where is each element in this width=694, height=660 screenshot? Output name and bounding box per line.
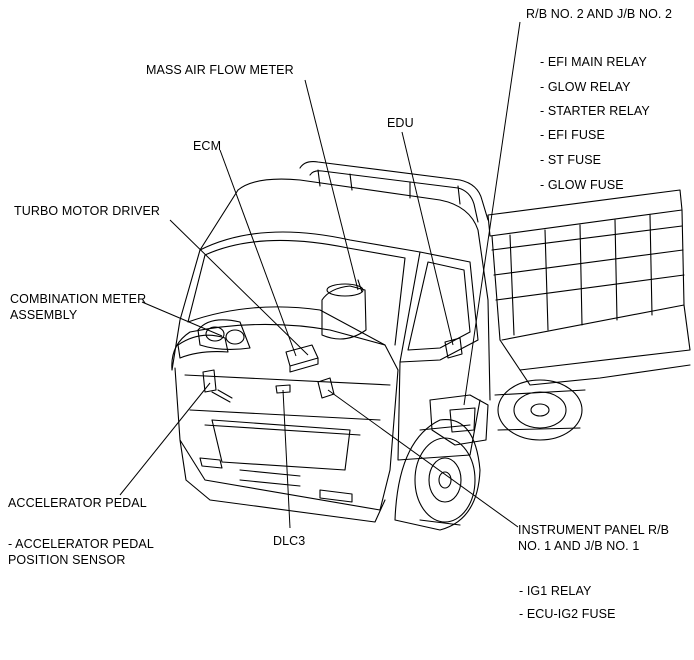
maf-meter-shape: [321, 279, 367, 340]
roof-rack: [299, 161, 489, 223]
accel-label: ACCELERATOR PEDAL: [8, 496, 147, 510]
dlc3-label: DLC3: [273, 534, 306, 548]
ip-rb-shape: [317, 377, 335, 399]
cargo-bed: [487, 189, 691, 386]
leader-combo: [141, 301, 223, 337]
leader-accel: [119, 382, 211, 496]
ip-item-ecu-ig2-fuse: - ECU-IG2 FUSE: [519, 607, 616, 621]
accelerator-pedal-shape: [202, 369, 233, 403]
rb2-item-glow-fuse: - GLOW FUSE: [540, 178, 624, 192]
ip-item-ig1-relay: - IG1 RELAY: [519, 584, 592, 598]
leader-ip: [327, 389, 519, 528]
leader-rb2: [463, 21, 521, 406]
leader-maf: [304, 79, 359, 291]
leader-ecm: [219, 149, 297, 357]
maf-label: MASS AIR FLOW METER: [146, 63, 294, 77]
combo-label-line2: ASSEMBLY: [10, 308, 78, 322]
ip-label-line2: NO. 1 AND J/B NO. 1: [518, 539, 640, 553]
dlc3-shape: [275, 384, 291, 394]
combo-label-line1: COMBINATION METER: [10, 292, 147, 306]
combination-meter-shape: [197, 319, 251, 351]
cab-body: [171, 178, 491, 523]
rb2-item-efi-main-relay: - EFI MAIN RELAY: [540, 55, 647, 69]
rb2-item-st-fuse: - ST FUSE: [540, 153, 602, 167]
leader-dlc3: [282, 389, 291, 529]
ecm-box-shape: [285, 344, 319, 373]
rear-wheel: [494, 379, 586, 441]
rb2-item-starter-relay: - STARTER RELAY: [540, 104, 650, 118]
leader-lines: [119, 21, 521, 529]
rb2-item-glow-relay: - GLOW RELAY: [540, 80, 631, 94]
rb2-box-shape: [429, 394, 489, 446]
accel-sub-line2: POSITION SENSOR: [8, 553, 126, 567]
rb2-label: R/B NO. 2 AND J/B NO. 2: [526, 7, 673, 21]
ecm-label: ECM: [193, 139, 222, 153]
rb2-item-efi-fuse: - EFI FUSE: [540, 128, 605, 142]
accel-sub-line1: - ACCELERATOR PEDAL: [8, 537, 154, 551]
edu-box-shape: [444, 337, 463, 359]
leader-turbo: [169, 219, 309, 356]
turbo-label: TURBO MOTOR DRIVER: [14, 204, 161, 218]
front-wheel: [394, 419, 481, 531]
edu-label: EDU: [387, 116, 414, 130]
leader-edu: [401, 131, 454, 346]
ip-label-line1: INSTRUMENT PANEL R/B: [518, 523, 670, 537]
